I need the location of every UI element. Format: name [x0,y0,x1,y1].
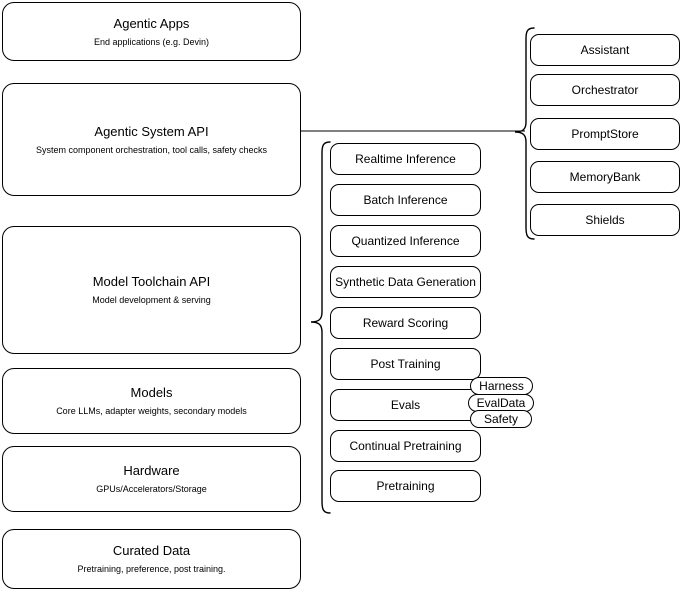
connector-agentic-system-to-components [301,126,525,136]
toolchain-component-pretraining[interactable]: Pretraining [330,470,481,502]
component-label: Pretraining [376,478,435,493]
brace-toolchain-components [308,140,332,516]
stack-layer-subtitle: Core LLMs, adapter weights, secondary mo… [56,406,247,416]
agentic-component-assistant[interactable]: Assistant [530,34,680,66]
stack-layer-hardware[interactable]: Hardware GPUs/Accelerators/Storage [2,446,301,512]
pill-label: EvalData [476,396,526,410]
stack-layer-title: Model Toolchain API [92,274,211,289]
component-label: Realtime Inference [355,151,456,166]
component-label: Orchestrator [571,82,639,97]
stack-layer-title: Models [130,385,173,400]
stack-layer-model-toolchain-api[interactable]: Model Toolchain API Model development & … [2,226,301,354]
stack-layer-subtitle: Pretraining, preference, post training. [77,564,226,574]
stack-layer-curated-data[interactable]: Curated Data Pretraining, preference, po… [2,529,301,589]
toolchain-component-reward-scoring[interactable]: Reward Scoring [330,307,481,339]
eval-subcomponent-harness[interactable]: Harness [470,377,533,395]
toolchain-component-batch-inference[interactable]: Batch Inference [330,184,481,216]
stack-layer-subtitle: System component orchestration, tool cal… [35,144,268,155]
toolchain-component-evals[interactable]: Evals [330,389,481,421]
toolchain-component-quantized-inference[interactable]: Quantized Inference [330,225,481,257]
toolchain-component-continual-pretraining[interactable]: Continual Pretraining [330,430,481,462]
toolchain-component-synthetic-data-generation[interactable]: Synthetic Data Generation [330,266,481,298]
stack-layer-title: Agentic System API [94,123,209,139]
component-label: Evals [390,397,421,412]
component-label: Continual Pretraining [349,438,462,453]
eval-subcomponent-evaldata[interactable]: EvalData [468,394,534,412]
stack-layer-title: Hardware [123,463,180,478]
component-label: Batch Inference [363,192,448,207]
stack-layer-agentic-apps[interactable]: Agentic Apps End applications (e.g. Devi… [2,2,301,61]
component-label: Shields [585,212,625,227]
stack-layer-models[interactable]: Models Core LLMs, adapter weights, secon… [2,368,301,434]
component-label: Synthetic Data Generation [335,274,476,289]
agentic-component-promptstore[interactable]: PromptStore [530,118,680,150]
component-label: MemoryBank [569,169,641,184]
agentic-component-shields[interactable]: Shields [530,204,680,236]
agentic-component-orchestrator[interactable]: Orchestrator [530,74,680,106]
stack-layer-title: Curated Data [112,543,191,558]
pill-label: Harness [479,379,524,393]
toolchain-component-realtime-inference[interactable]: Realtime Inference [330,143,481,175]
stack-layer-subtitle: GPUs/Accelerators/Storage [96,484,207,494]
stack-layer-subtitle: Model development & serving [92,295,211,305]
stack-layer-title: Agentic Apps [113,15,190,31]
pill-label: Safety [483,412,519,426]
component-label: Assistant [580,42,630,57]
eval-subcomponent-safety[interactable]: Safety [470,410,532,428]
component-label: Reward Scoring [362,315,449,330]
component-label: Quantized Inference [351,233,460,248]
stack-layer-agentic-system-api[interactable]: Agentic System API System component orch… [2,83,301,196]
agentic-component-memorybank[interactable]: MemoryBank [530,161,680,193]
toolchain-component-post-training[interactable]: Post Training [330,348,481,380]
component-label: PromptStore [571,126,639,141]
brace-agentic-components [512,26,536,242]
component-label: Post Training [370,356,441,371]
stack-layer-subtitle: End applications (e.g. Devin) [93,36,210,47]
